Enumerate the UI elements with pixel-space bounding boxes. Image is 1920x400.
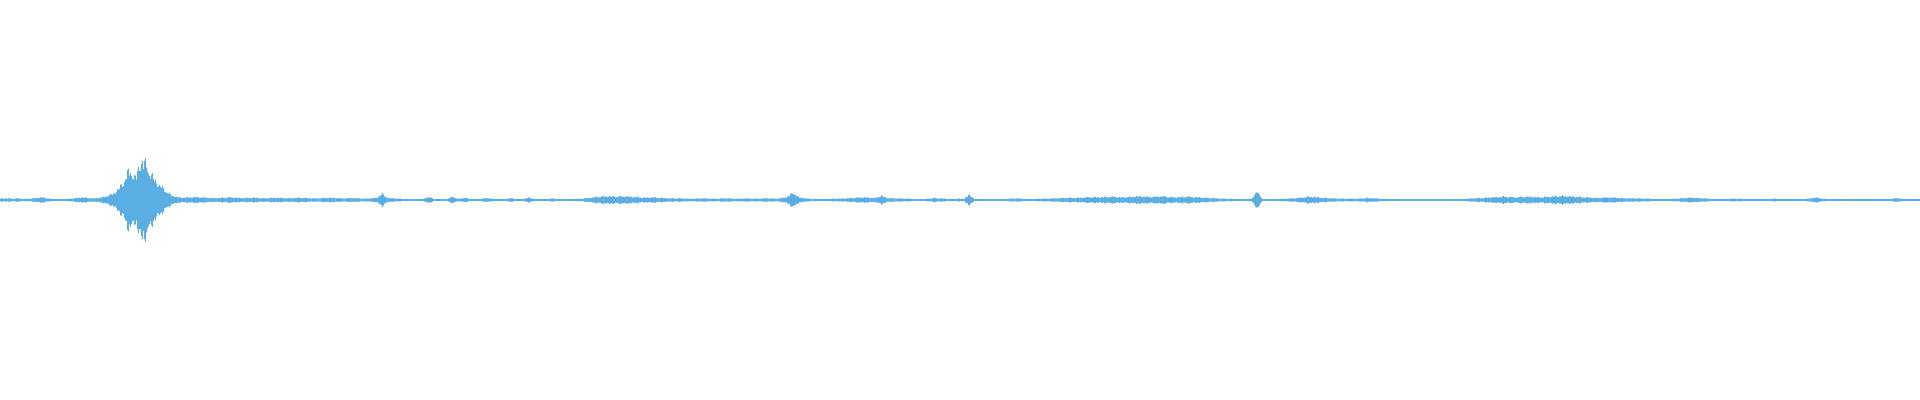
waveform-bars [0,158,1920,242]
